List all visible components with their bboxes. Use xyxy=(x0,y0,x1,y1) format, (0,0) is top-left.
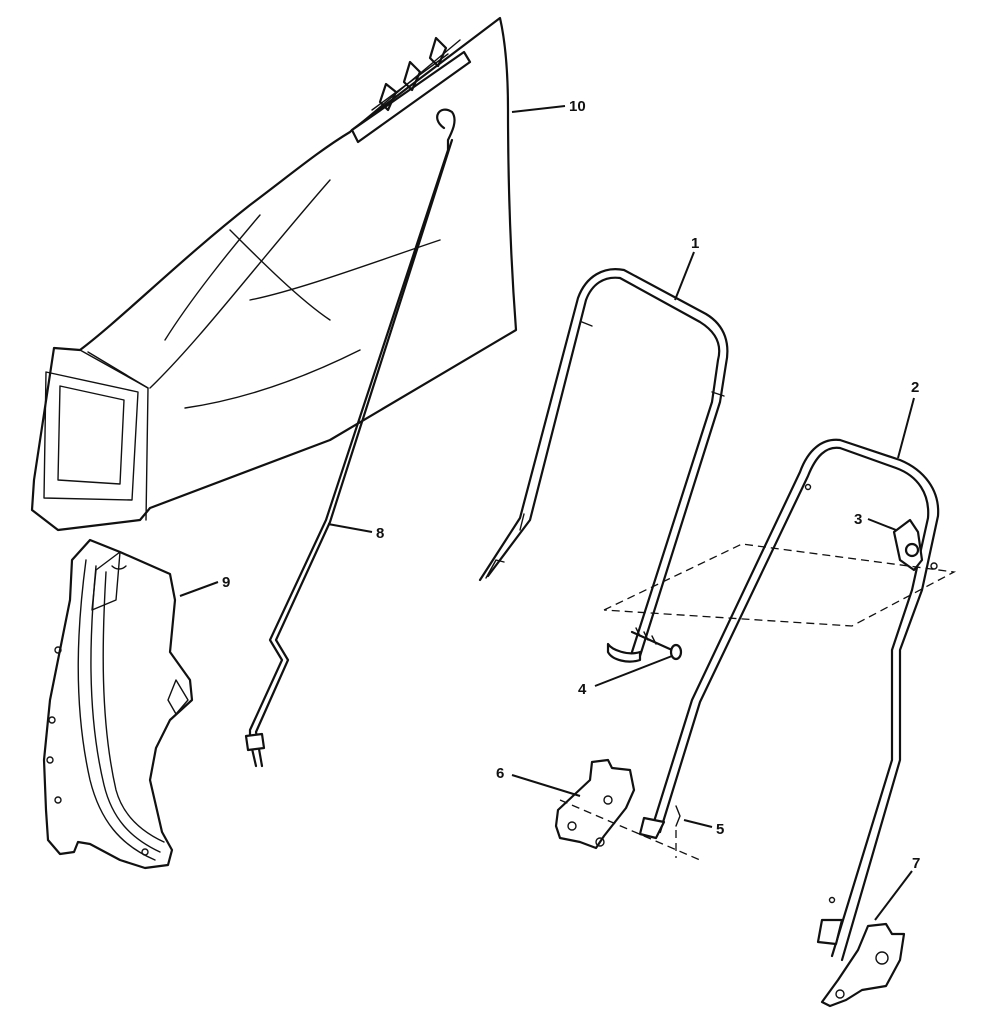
lower-handle xyxy=(638,438,940,962)
callout-10: 10 xyxy=(569,98,586,115)
callout-labels: 10 1 2 3 4 5 6 7 8 9 xyxy=(222,98,920,872)
support-rod xyxy=(244,108,456,768)
callout-6: 6 xyxy=(496,765,504,782)
callout-8: 8 xyxy=(376,525,384,542)
callout-3: 3 xyxy=(854,511,862,528)
grass-bag xyxy=(30,16,518,532)
callout-9: 9 xyxy=(222,574,230,591)
callout-7: 7 xyxy=(912,855,920,872)
callout-2: 2 xyxy=(911,379,919,396)
discharge-chute xyxy=(42,538,194,870)
clevis-pin xyxy=(675,805,681,827)
right-bracket xyxy=(820,922,906,1008)
callout-5: 5 xyxy=(716,821,724,838)
left-bracket xyxy=(554,758,636,850)
callout-4: 4 xyxy=(578,681,587,698)
callout-1: 1 xyxy=(691,235,699,252)
assembly-lines xyxy=(559,543,957,861)
handle-knob xyxy=(892,518,924,572)
upper-handle xyxy=(478,268,729,663)
leader-lines xyxy=(179,105,915,921)
bolt xyxy=(630,627,683,661)
